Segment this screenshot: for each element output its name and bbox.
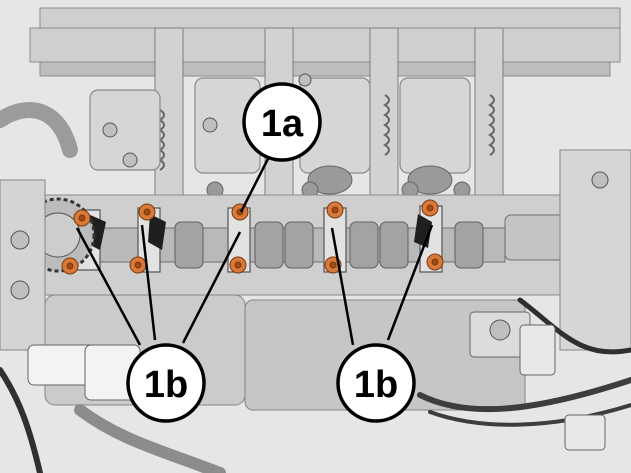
callout-label-1a: 1a — [261, 103, 304, 145]
bracket-posts — [154, 27, 504, 214]
grey-bolts — [10, 73, 609, 341]
leader-1b-left-2 — [140, 224, 157, 341]
injector-blocks — [89, 77, 471, 174]
callout-circle — [126, 343, 206, 423]
leader-1b-left-3 — [181, 231, 242, 344]
callout-1b-left: 1b — [126, 343, 206, 423]
callout-1b-right: 1b — [336, 343, 416, 423]
top-rail — [29, 7, 621, 77]
bolt — [421, 199, 439, 217]
bolt — [138, 203, 156, 221]
leader-1b-right-2 — [386, 224, 434, 341]
callout-circle — [242, 82, 322, 162]
bolt — [229, 256, 247, 274]
callout-label-1b-right: 1b — [354, 364, 398, 406]
callout-label-1b-left: 1b — [144, 364, 188, 406]
bolt — [326, 201, 344, 219]
bolt — [129, 256, 147, 274]
injector-holes — [206, 165, 471, 199]
leader-lines — [75, 142, 434, 346]
leader-1b-right-1 — [330, 227, 355, 346]
bolt — [426, 253, 444, 271]
hoses — [0, 102, 631, 473]
callout-1a: 1a — [242, 82, 322, 162]
callout-circle — [336, 343, 416, 423]
bolt — [61, 257, 79, 275]
leader-1b-left-1 — [75, 227, 142, 346]
highlighted-bolts — [61, 199, 444, 275]
connectors — [27, 311, 606, 451]
bolt — [231, 203, 249, 221]
bolt — [73, 209, 91, 227]
